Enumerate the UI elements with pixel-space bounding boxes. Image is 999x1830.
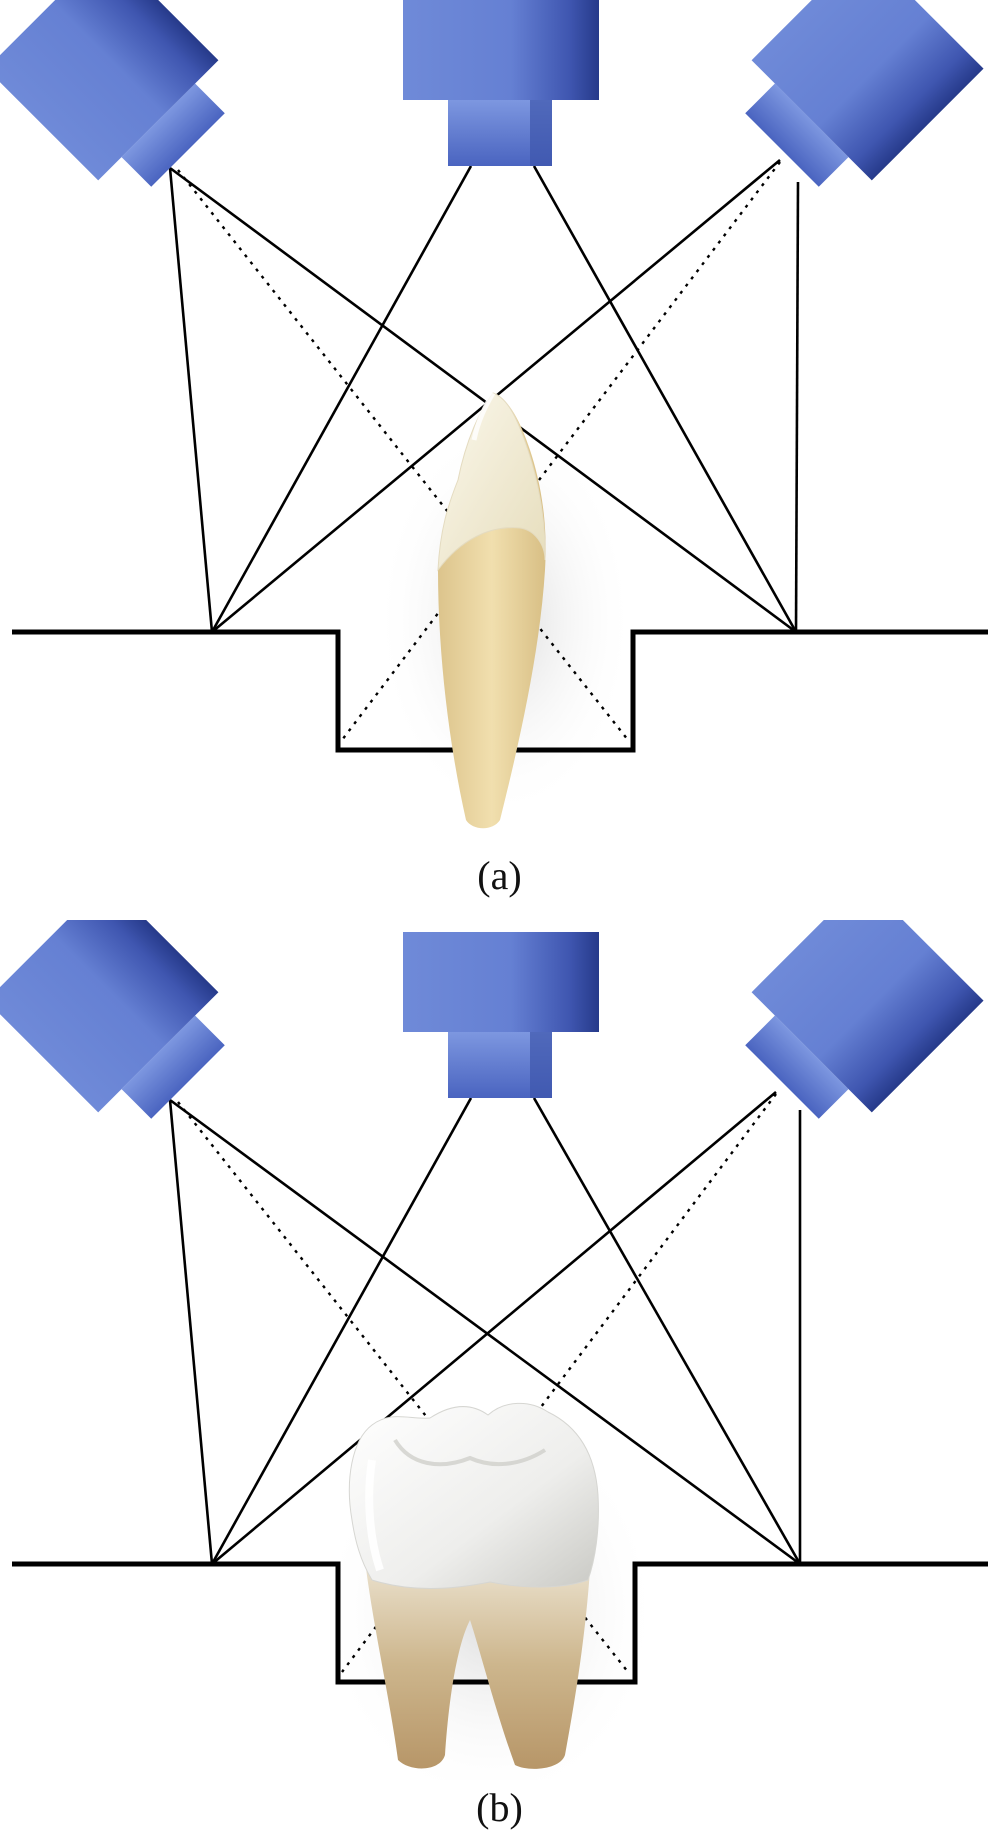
ray	[532, 1097, 802, 1565]
scanner-platform	[12, 1561, 988, 1685]
ray	[794, 181, 800, 633]
molar-tooth-icon	[348, 1402, 599, 1769]
camera-projector-icon	[0, 920, 225, 1119]
ray	[169, 166, 797, 634]
scanner-diagram-b	[0, 920, 988, 1780]
incisor-tooth-icon	[437, 391, 546, 829]
projection-rays	[168, 1091, 802, 1566]
ray	[168, 1099, 214, 1565]
dotted-ray	[177, 169, 629, 741]
scanner-diagram-a	[0, 0, 988, 829]
camera-projector-icon	[403, 932, 599, 1098]
ray	[532, 165, 798, 633]
panel-b: (b)	[0, 920, 999, 1828]
panel-label: (a)	[477, 853, 522, 898]
dotted-rays	[177, 161, 781, 741]
ray	[169, 1098, 801, 1566]
camera-projector-icon	[0, 0, 225, 187]
panel-label: (b)	[476, 1785, 523, 1830]
camera-projector-icon	[745, 920, 984, 1119]
ray	[211, 1091, 777, 1565]
ray	[210, 1097, 473, 1565]
dotted-ray	[341, 1093, 777, 1673]
dotted-ray	[341, 161, 781, 741]
ray	[210, 165, 473, 633]
camera-projector-icon	[403, 0, 599, 166]
ray	[168, 167, 214, 633]
panel-a: (a)	[0, 0, 988, 898]
camera-projector-icon	[745, 0, 984, 187]
